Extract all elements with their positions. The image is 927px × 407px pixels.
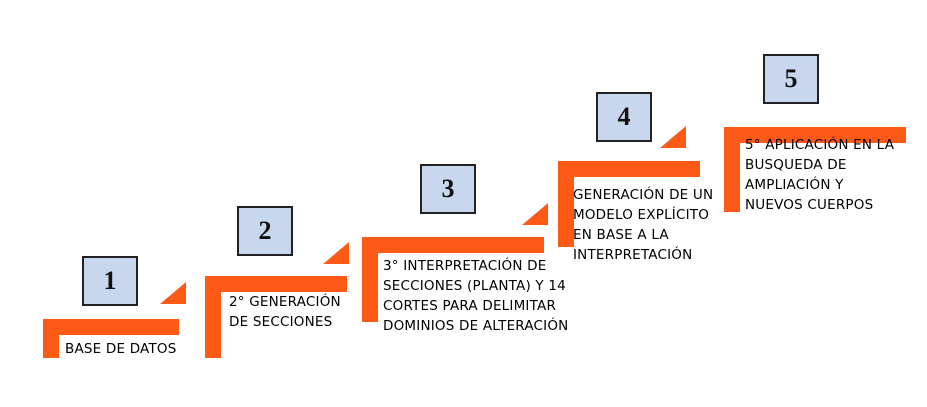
step-3-arrow-tip bbox=[522, 203, 548, 225]
step-5-riser bbox=[724, 127, 740, 212]
step-1-number-box: 1 bbox=[82, 256, 138, 306]
step-3-riser bbox=[362, 237, 378, 322]
step-2-riser bbox=[205, 276, 221, 358]
step-3-label: 3° INTERPRETACIÓN DE SECCIONES (PLANTA) … bbox=[383, 258, 569, 334]
step-3-number-box: 3 bbox=[420, 164, 476, 214]
step-4-top-bar bbox=[558, 161, 700, 177]
step-4-riser bbox=[558, 161, 574, 247]
step-4-label: GENERACIÓN DE UN MODELO EXPLÍCITO EN BAS… bbox=[573, 187, 714, 263]
step-2-arrow-tip bbox=[323, 242, 349, 264]
step-5-top-bar bbox=[724, 127, 906, 143]
step-2-top-bar bbox=[205, 276, 347, 292]
step-1-riser bbox=[43, 319, 59, 358]
step-1-arrow-tip bbox=[160, 282, 186, 304]
step-3-top-bar bbox=[362, 237, 544, 253]
step-1-top-bar bbox=[43, 319, 179, 335]
step-5-label: 5° APLICACIÓN EN LA BUSQUEDA DE AMPLIACI… bbox=[745, 137, 895, 213]
step-4-number-box: 4 bbox=[596, 92, 652, 142]
step-1-label: BASE DE DATOS bbox=[65, 341, 177, 357]
step-2-number-box: 2 bbox=[237, 206, 293, 256]
step-5-number-box: 5 bbox=[763, 54, 819, 104]
step-2-label: 2° GENERACIÓN DE SECCIONES bbox=[229, 294, 341, 330]
step-4-arrow-tip bbox=[660, 126, 686, 148]
